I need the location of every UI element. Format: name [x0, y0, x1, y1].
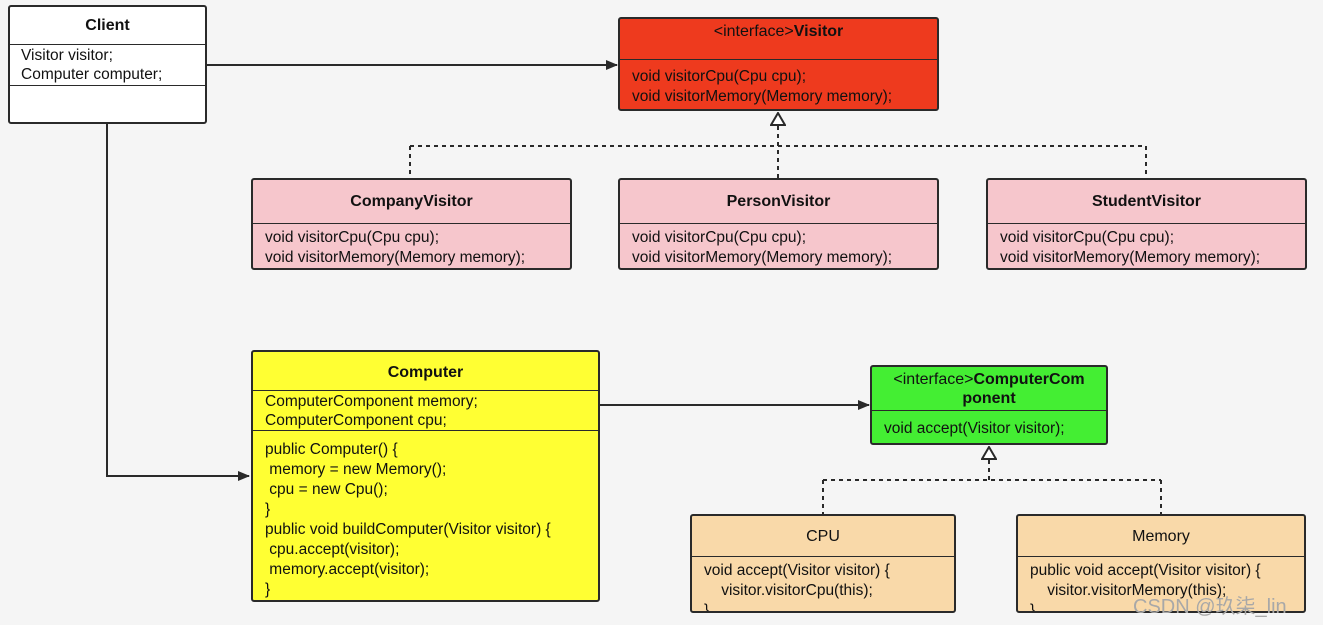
code-line: visitor.visitorMemory(this); [1030, 582, 1227, 599]
client-attribute: Computer computer; [21, 66, 163, 83]
code-line: cpu.accept(visitor); [265, 541, 400, 558]
person-visitor-title: PersonVisitor [726, 193, 831, 210]
client-class-title: Client [85, 17, 130, 34]
computer-class-title: Computer [387, 364, 464, 381]
company-visitor-title: CompanyVisitor [350, 193, 473, 210]
client-class: Client Visitor visitor; Computer compute… [8, 5, 207, 124]
code-line: visitor.visitorCpu(this); [704, 582, 873, 599]
component-realization-lines [822, 447, 1162, 514]
client-attribute: Visitor visitor; [21, 47, 113, 64]
visitor-interface-name: Visitor [793, 23, 844, 40]
code-line: public void accept(Visitor visitor) { [1030, 562, 1261, 579]
company-visitor-methods: void visitorCpu(Cpu cpu); void visitorMe… [253, 223, 570, 268]
code-line: memory.accept(visitor); [265, 561, 430, 578]
method: void visitorCpu(Cpu cpu); [1000, 229, 1175, 246]
code-line: public Computer() { [265, 441, 398, 458]
computer-component-name-part1: ComputerCom [973, 371, 1085, 388]
student-visitor-title: StudentVisitor [1091, 193, 1202, 210]
method: void visitorMemory(Memory memory); [632, 88, 893, 105]
method: void visitorCpu(Cpu cpu); [265, 229, 440, 246]
code-line: public void buildComputer(Visitor visito… [265, 521, 551, 538]
company-visitor-class: CompanyVisitor void visitorCpu(Cpu cpu);… [251, 178, 572, 270]
computer-component-interface: <interface>ComputerCom ponent void accep… [870, 365, 1108, 445]
student-visitor-class: StudentVisitor void visitorCpu(Cpu cpu);… [986, 178, 1307, 270]
person-visitor-methods: void visitorCpu(Cpu cpu); void visitorMe… [620, 223, 937, 268]
visitor-interface-methods: void visitorCpu(Cpu cpu); void visitorMe… [620, 59, 937, 107]
computer-attributes: ComputerComponent memory; ComputerCompon… [253, 390, 598, 430]
memory-class-title: Memory [1132, 528, 1190, 545]
client-attributes: Visitor visitor; Computer computer; [10, 44, 205, 85]
code-line: void accept(Visitor visitor) { [704, 562, 890, 579]
computer-component-title: <interface>ComputerCom ponent [872, 367, 1106, 410]
visitor-interface-title: <interface>Visitor [620, 19, 937, 59]
code-line: } [1030, 602, 1036, 613]
method: void visitorCpu(Cpu cpu); [632, 68, 807, 85]
computer-class: Computer ComputerComponent memory; Compu… [251, 350, 600, 602]
memory-methods: public void accept(Visitor visitor) { vi… [1018, 556, 1304, 613]
computer-component-name-part2: ponent [962, 390, 1016, 407]
cpu-methods: void accept(Visitor visitor) { visitor.v… [692, 556, 954, 613]
code-line: cpu = new Cpu(); [265, 481, 388, 498]
watermark: CSDN @玖柒_lin [1133, 596, 1287, 618]
method: void visitorCpu(Cpu cpu); [632, 229, 807, 246]
interface-stereotype: <interface> [713, 23, 794, 40]
computer-methods: public Computer() { memory = new Memory(… [253, 430, 598, 600]
code-line: } [704, 602, 710, 613]
code-line: } [265, 501, 271, 518]
memory-class: Memory public void accept(Visitor visito… [1016, 514, 1306, 613]
visitor-realization-lines [409, 113, 1147, 178]
interface-stereotype: <interface> [893, 371, 974, 388]
cpu-class: CPU void accept(Visitor visitor) { visit… [690, 514, 956, 613]
method: void accept(Visitor visitor); [884, 420, 1065, 437]
method: void visitorMemory(Memory memory); [265, 249, 526, 266]
attribute: ComputerComponent memory; [265, 393, 478, 410]
method: void visitorMemory(Memory memory); [632, 249, 893, 266]
visitor-interface: <interface>Visitor void visitorCpu(Cpu c… [618, 17, 939, 111]
method: void visitorMemory(Memory memory); [1000, 249, 1261, 266]
attribute: ComputerComponent cpu; [265, 412, 447, 429]
cpu-class-title: CPU [806, 528, 840, 545]
code-line: } [265, 581, 271, 598]
person-visitor-class: PersonVisitor void visitorCpu(Cpu cpu); … [618, 178, 939, 270]
computer-component-methods: void accept(Visitor visitor); [872, 410, 1106, 439]
student-visitor-methods: void visitorCpu(Cpu cpu); void visitorMe… [988, 223, 1305, 268]
client-to-computer-association [106, 124, 250, 481]
code-line: memory = new Memory(); [265, 461, 447, 478]
client-methods [10, 85, 205, 86]
